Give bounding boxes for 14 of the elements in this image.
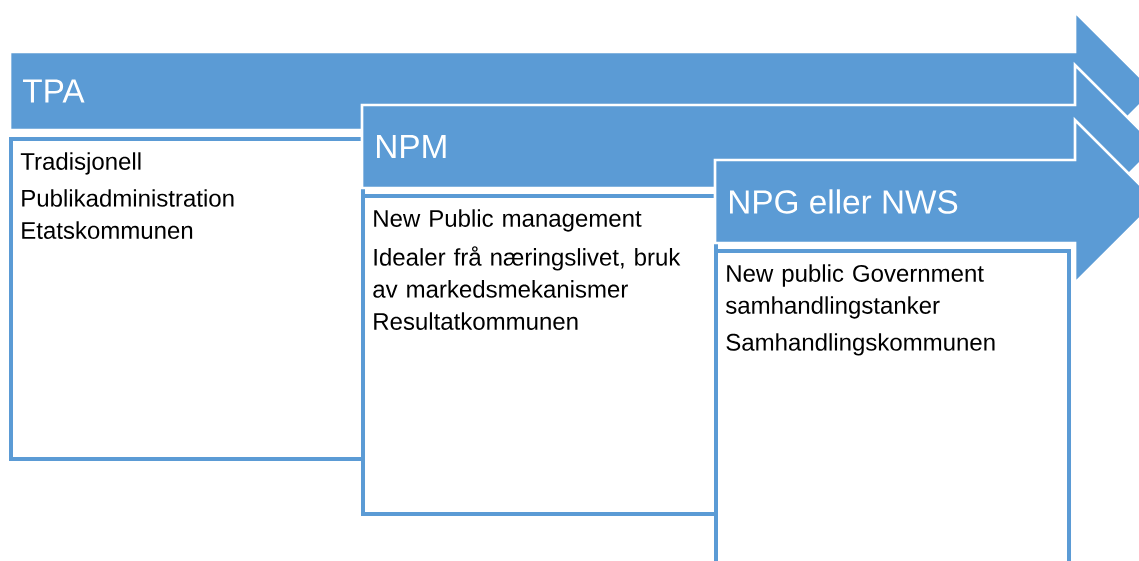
text-line: Tradisjonell [20,152,141,175]
text-box [714,249,1071,561]
node-label: TPA [23,79,85,103]
text-line: Samhandlingskommunen [726,333,995,356]
text-line: Publikadministration [22,189,234,207]
text-line: Resultatkommunen [374,312,578,330]
text-line: Etatskommunen [22,221,193,239]
text-line: Idealer frå næringslivet, bruk av markedsmekanismer [373,246,681,298]
node-label: NPG eller NWS [730,189,958,214]
node-label: NPM [377,135,446,158]
text-box [361,194,718,516]
text-line: New public Government samhandlingstanker [725,264,984,319]
text-box [9,137,365,461]
text-line: New Public management [374,209,642,232]
